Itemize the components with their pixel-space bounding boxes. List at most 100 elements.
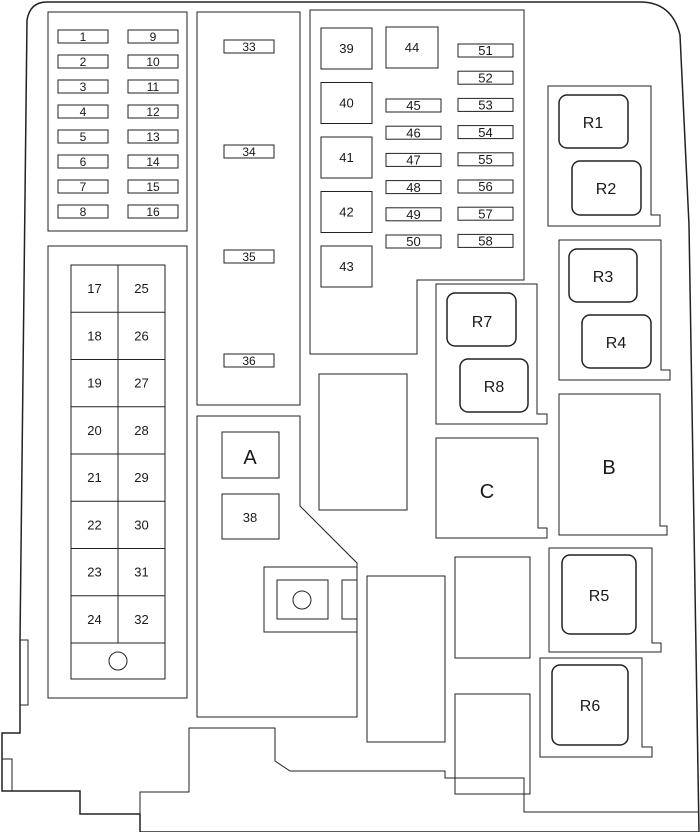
bottom-housing-contour bbox=[139, 727, 699, 814]
fuse-grid-screw bbox=[108, 651, 128, 671]
empty-block-1 bbox=[318, 373, 408, 511]
lower-left-notch bbox=[20, 639, 29, 706]
fuse-51 bbox=[457, 43, 514, 58]
fuse-3-label: 3 bbox=[80, 80, 87, 94]
block-c bbox=[435, 437, 548, 539]
relay-panel-r6 bbox=[539, 657, 653, 758]
relay-r5 bbox=[561, 554, 637, 635]
fuse-54-label: 54 bbox=[478, 125, 492, 140]
connector-screw bbox=[292, 590, 312, 610]
block-a bbox=[221, 431, 280, 479]
fuse-34-label: 34 bbox=[242, 145, 256, 159]
relay-r6-label: R6 bbox=[580, 698, 601, 715]
fuse-7 bbox=[57, 179, 109, 194]
left-fuse-panel bbox=[47, 11, 188, 232]
fuse-30-label: 30 bbox=[134, 517, 148, 532]
fuse-32-label: 32 bbox=[134, 612, 148, 627]
block-c-label: C bbox=[480, 481, 494, 503]
fuse-33-label: 33 bbox=[242, 40, 256, 54]
connector-inner bbox=[276, 579, 329, 620]
fuse-48-label: 48 bbox=[406, 180, 420, 195]
block-a-label: A bbox=[243, 447, 257, 469]
fuse-14 bbox=[127, 154, 179, 169]
relay-r4-label: R4 bbox=[606, 335, 627, 352]
fuse-27-label: 27 bbox=[134, 376, 148, 391]
fuse-44 bbox=[385, 26, 439, 69]
fuse-16 bbox=[127, 204, 179, 219]
fuse-19-label: 19 bbox=[87, 376, 101, 391]
fuse-42-label: 42 bbox=[339, 205, 353, 220]
fuse-49-label: 49 bbox=[406, 207, 420, 222]
fuse-1-label: 1 bbox=[80, 30, 87, 44]
fuse-45 bbox=[385, 98, 442, 113]
fuse-4-label: 4 bbox=[80, 105, 87, 119]
block-a-panel bbox=[196, 415, 358, 718]
fuse-29-label: 29 bbox=[134, 470, 148, 485]
relay-r6 bbox=[551, 664, 629, 746]
fuse-47 bbox=[385, 152, 442, 167]
fuse-5 bbox=[57, 129, 109, 144]
fuse-44-label: 44 bbox=[405, 40, 419, 55]
fuse-55-label: 55 bbox=[478, 152, 492, 167]
fuse-50-label: 50 bbox=[406, 234, 420, 249]
empty-block-2 bbox=[366, 575, 446, 743]
fuse-strip-panel bbox=[196, 11, 301, 406]
fuse-7-label: 7 bbox=[80, 180, 87, 194]
relay-r1-label: R1 bbox=[583, 115, 604, 132]
fuse-54 bbox=[457, 125, 514, 140]
fuse-57 bbox=[457, 206, 514, 221]
fuse-grid-panel bbox=[47, 245, 188, 699]
fuse-45-label: 45 bbox=[406, 98, 420, 113]
fuse-13-label: 13 bbox=[146, 130, 160, 144]
relay-panel-r1-r2 bbox=[547, 85, 661, 227]
fuse-43-label: 43 bbox=[339, 259, 353, 274]
fuse-17-label: 17 bbox=[87, 281, 101, 296]
fuse-3 bbox=[57, 79, 109, 94]
top-middle-panel bbox=[309, 9, 525, 355]
relay-r3-label: R3 bbox=[593, 269, 614, 286]
fuse-40-label: 40 bbox=[339, 96, 353, 111]
relay-r3 bbox=[568, 248, 638, 303]
fuse-18-label: 18 bbox=[87, 328, 101, 343]
fuse-58 bbox=[457, 233, 514, 248]
relay-r4 bbox=[581, 314, 652, 369]
fuse-12 bbox=[127, 104, 179, 119]
fuse-35-label: 35 bbox=[242, 250, 256, 264]
fuse-9-label: 9 bbox=[150, 30, 157, 44]
fuse-22-label: 22 bbox=[87, 517, 101, 532]
fuse-4 bbox=[57, 104, 109, 119]
connector-tab bbox=[341, 579, 358, 620]
fuse-8-label: 8 bbox=[80, 205, 87, 219]
fuse-39 bbox=[320, 27, 373, 70]
relay-r7 bbox=[446, 292, 517, 347]
fuse-34 bbox=[223, 144, 275, 159]
fuse-6-label: 6 bbox=[80, 155, 87, 169]
fuse-13 bbox=[127, 129, 179, 144]
fuse-10-label: 10 bbox=[146, 55, 160, 69]
fuse-52 bbox=[457, 70, 514, 85]
fuse-46 bbox=[385, 125, 442, 140]
fuse-46-label: 46 bbox=[406, 125, 420, 140]
fuse-43 bbox=[320, 245, 373, 288]
block-b-label: B bbox=[602, 457, 615, 479]
fuse-20-label: 20 bbox=[87, 423, 101, 438]
relay-panel-r7-r8 bbox=[435, 283, 548, 425]
empty-block-3 bbox=[454, 556, 531, 659]
fuse-16-label: 16 bbox=[146, 205, 160, 219]
fuse-5-label: 5 bbox=[80, 130, 87, 144]
fuse-15-label: 15 bbox=[146, 180, 160, 194]
fuse-10 bbox=[127, 54, 179, 69]
fuse-57-label: 57 bbox=[478, 206, 492, 221]
fuse-39-label: 39 bbox=[339, 41, 353, 56]
fuse-41-label: 41 bbox=[339, 150, 353, 165]
fuse-11-label: 11 bbox=[147, 80, 160, 94]
relay-r2-label: R2 bbox=[596, 181, 617, 198]
relay-r1 bbox=[558, 94, 629, 149]
relay-r8-label: R8 bbox=[484, 379, 505, 396]
fuse-55 bbox=[457, 152, 514, 167]
fuse-1 bbox=[57, 29, 109, 44]
